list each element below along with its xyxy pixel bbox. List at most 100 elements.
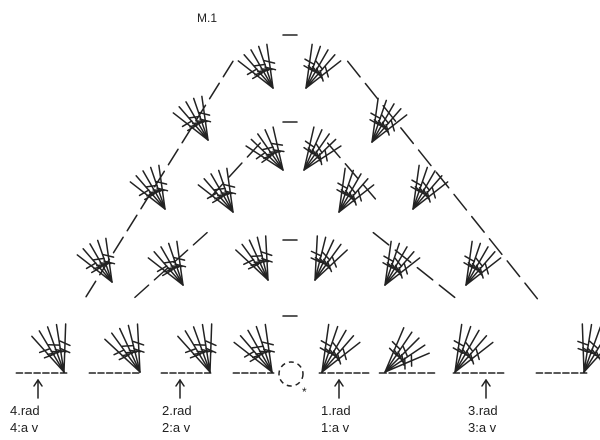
chain-stitch (416, 266, 434, 281)
stitch-tick (262, 341, 274, 346)
stitch-fan (321, 341, 361, 373)
stitch-tick (253, 63, 266, 67)
arrow-head (338, 379, 344, 387)
stitch-tick (243, 350, 255, 358)
stitch-tick (357, 189, 363, 202)
chain-stitch (228, 162, 243, 178)
chain-stitch (362, 183, 377, 200)
start-mark: * (302, 385, 307, 399)
stitch-tick (205, 347, 217, 354)
stitch-tick (402, 345, 409, 358)
stitch-tick (102, 253, 115, 258)
chain-stitch (195, 104, 207, 122)
stitch-tick (324, 149, 328, 162)
round-label-1: 1:a v (321, 420, 350, 435)
stitch-tick (59, 347, 71, 354)
stitch-tick (464, 255, 476, 263)
stitch-tick (156, 265, 168, 273)
stitch-tick (391, 340, 401, 351)
stitch-tick (324, 65, 330, 78)
arrow-head (33, 379, 39, 387)
stitch-tick (453, 340, 465, 347)
stitch-tick (304, 58, 316, 66)
row-label-4: 4.rad (10, 403, 40, 418)
stitch-tick (411, 179, 423, 187)
chain-stitch (85, 280, 97, 298)
stitch-tick (310, 250, 323, 257)
stitch-tick (38, 347, 51, 354)
stitch-tick (174, 263, 187, 268)
chain-stitch (364, 82, 379, 100)
stitch-tick (138, 189, 150, 197)
stitch-tick (156, 187, 169, 192)
stitch-tick (92, 257, 105, 261)
chain-stitch (153, 266, 169, 281)
stitch-tick (320, 340, 332, 347)
stitch-tick (422, 181, 431, 192)
stitch-tick (85, 262, 97, 270)
stitch-tick (205, 340, 217, 347)
round-label-2: 2:a v (162, 420, 191, 435)
stitch-tick (348, 184, 357, 195)
chain-stitch (453, 193, 468, 211)
stitch-tick (199, 118, 212, 123)
chain-stitch (346, 60, 361, 78)
chain-stitch (167, 148, 179, 166)
stitch-tick (246, 68, 258, 76)
chain-stitch (344, 163, 359, 179)
stitch-tick (261, 257, 273, 263)
chain-stitch (435, 171, 450, 189)
chain-stitch (394, 249, 412, 264)
stitch-tick (326, 260, 333, 273)
stitch-fan (264, 323, 273, 373)
arrow-head (485, 379, 491, 387)
chain-stitch (471, 215, 485, 233)
stitch-fan (305, 60, 342, 89)
stitch-tick (304, 140, 316, 149)
stitch-tick (250, 255, 263, 258)
chain-stitch (438, 284, 456, 299)
chain-stitch (99, 258, 111, 276)
stitch-tick (352, 193, 357, 206)
stitch-tick (133, 347, 145, 353)
stitch-fan (264, 235, 269, 281)
stitch-tick (315, 60, 324, 71)
stitch-fan (371, 114, 408, 143)
stitch-tick (589, 340, 599, 350)
stitch-tick (332, 342, 341, 353)
stitch-fan (384, 257, 421, 286)
stitch-tick (342, 348, 347, 361)
stitch-tick (113, 349, 125, 356)
stitch-tick (383, 255, 395, 263)
stitch-tick (381, 114, 390, 125)
stitch-tick (173, 256, 186, 261)
stitch-tick (318, 153, 323, 166)
chain-stitch (372, 231, 390, 246)
stitch-tick (431, 186, 437, 199)
stitch-tick (479, 266, 484, 279)
stitch-tick (103, 260, 116, 265)
stitch-tick (251, 345, 264, 349)
stitch-tick (475, 348, 480, 361)
chain-stitch (126, 214, 138, 232)
stitch-tick (337, 182, 349, 190)
stitch-tick (255, 151, 267, 160)
stitch-tick (398, 266, 403, 279)
stitch-fan (226, 167, 234, 213)
round-label-4: 4:a v (10, 420, 39, 435)
stitch-tick (315, 143, 323, 154)
chain-stitch (153, 170, 166, 188)
stitch-tick (181, 120, 193, 128)
chain-stitch (208, 82, 220, 100)
stitch-tick (243, 258, 255, 266)
stitch-tick (59, 340, 71, 347)
stitch-tick (465, 342, 474, 353)
stitch-tick (370, 112, 382, 120)
stitch-tick (272, 149, 285, 153)
chain-stitch (400, 127, 414, 145)
stitch-tick (394, 257, 403, 268)
stitch-tick (336, 352, 342, 365)
stitch-tick (163, 260, 176, 264)
stitch-fan (583, 353, 600, 373)
